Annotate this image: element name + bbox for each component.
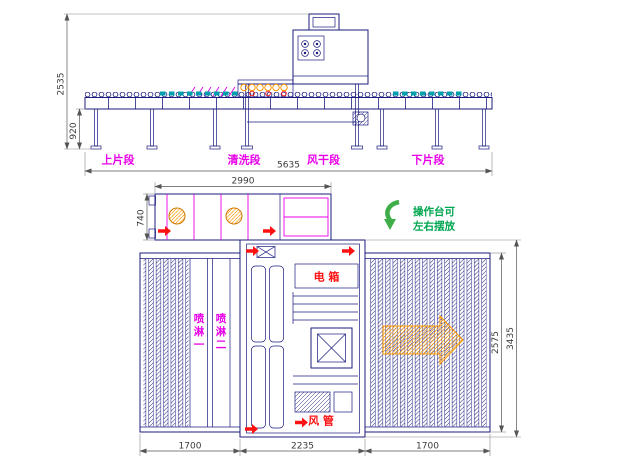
- dimension-front-height: 740: [137, 193, 154, 241]
- front-view-fans: [168, 207, 243, 225]
- spray2-label: 喷 淋 二: [216, 312, 227, 351]
- front-view: 2990 740: [137, 177, 332, 241]
- center-unit: [310, 327, 353, 369]
- roller-ladder: [292, 292, 358, 324]
- wash-chambers: [251, 265, 284, 429]
- dim-2575: 2575: [491, 331, 501, 354]
- workpieces: [160, 91, 462, 96]
- cabinet-top-box: [308, 13, 340, 31]
- note-line1: 操作台可: [413, 205, 455, 218]
- conveyor-beam: [84, 97, 493, 110]
- dim-2535: 2535: [57, 73, 67, 96]
- spray1-char: 喷: [194, 312, 205, 325]
- dim-5635: 5635: [277, 161, 300, 171]
- spray2-char: 淋: [216, 325, 227, 338]
- brush-rollers: [240, 83, 288, 92]
- air-duct-label: 风 管: [308, 414, 334, 428]
- duct-unit: [294, 391, 331, 413]
- dimension-bottom: 1700 2235 1700: [139, 434, 491, 456]
- dim-2990: 2990: [232, 177, 255, 187]
- dim-920: 920: [69, 122, 79, 139]
- dimension-front-width: 2990: [154, 177, 332, 193]
- electrical-box-label: 电 箱: [314, 270, 340, 284]
- section-label-washing: 清洗段: [228, 153, 261, 167]
- flow-arrow: [263, 226, 276, 236]
- console-swing-arrow: [385, 199, 400, 222]
- left-roller-bars: [143, 259, 189, 427]
- flow-arrow: [342, 246, 355, 256]
- conveyor-legs: [90, 108, 490, 150]
- dim-3435: 3435: [506, 327, 516, 350]
- machine-frame: [237, 79, 368, 150]
- control-cabinet: [292, 13, 369, 85]
- dimension-right-inner: 2575: [490, 252, 506, 433]
- flow-arrow: [295, 417, 308, 428]
- section-label-drying: 风干段: [307, 153, 340, 167]
- spray1-label: 喷 淋 一: [194, 312, 205, 351]
- front-view-panels: [166, 194, 329, 240]
- cabinet-window: [297, 35, 325, 61]
- dim-1700-left: 1700: [179, 442, 202, 452]
- dimension-right-outer: 3435: [365, 239, 521, 438]
- dim-740: 740: [137, 209, 147, 226]
- dim-1700-right: 1700: [416, 442, 439, 452]
- dim-2235: 2235: [291, 442, 314, 452]
- spray-rollers: [249, 90, 287, 97]
- note-line2: 左右摆放: [412, 220, 455, 233]
- dimension-conveyor-height: 920: [69, 108, 86, 150]
- plan-view: 喷 淋 一 喷 淋 二 电 箱: [139, 239, 521, 456]
- brush-housing: [237, 79, 294, 98]
- flow-arrow: [158, 226, 171, 236]
- console-swing-arrowhead: [384, 219, 396, 230]
- plan-right-conveyor: [364, 252, 491, 433]
- spray2-char: 二: [216, 339, 227, 351]
- section-label-loading: 上片段: [102, 153, 135, 167]
- section-label-unloading: 下片段: [412, 153, 445, 167]
- conveyor-beam-ticks: [85, 97, 492, 109]
- spray2-char: 喷: [216, 312, 227, 325]
- console-note: 操作台可 左右摆放: [384, 199, 455, 233]
- plan-machine: 电 箱 风 管: [239, 239, 366, 438]
- dimension-total-length: 5635: [84, 152, 493, 176]
- section-labels: 上片段 清洗段 风干段 下片段: [102, 153, 445, 167]
- spray1-char: 一: [194, 339, 205, 351]
- duct-outlet: [333, 391, 353, 413]
- plan-left-conveyor: 喷 淋 一 喷 淋 二: [139, 252, 241, 433]
- drive-motor: [352, 111, 369, 126]
- conveyor-rollers-row: [85, 92, 492, 98]
- electrical-box-outline: [294, 263, 359, 289]
- spray1-char: 淋: [194, 325, 205, 338]
- flow-direction-arrow: [382, 314, 464, 366]
- elevation-view: 2535 920 5635 上片段 清洗段 风干段 下片段: [57, 13, 493, 176]
- cabinet-dials: [301, 40, 321, 57]
